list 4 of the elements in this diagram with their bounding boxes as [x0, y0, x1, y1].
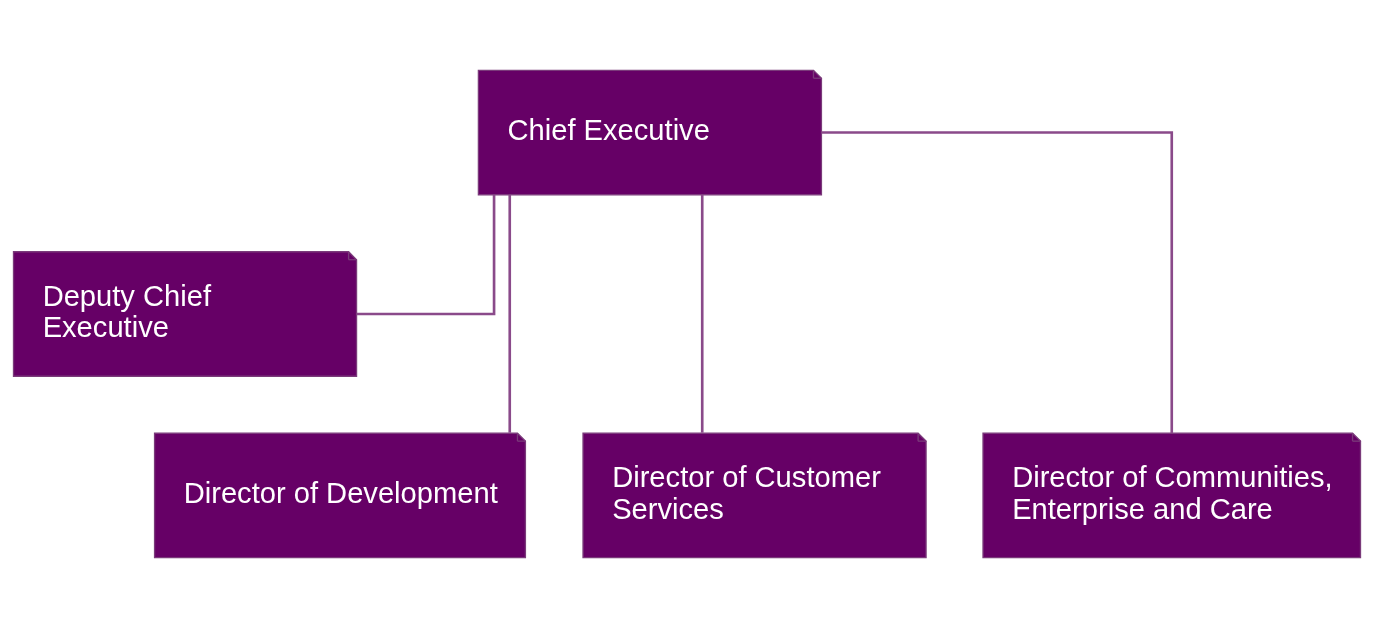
connector: [356, 195, 496, 316]
connector: [821, 131, 1174, 434]
connector: [508, 194, 512, 433]
connector: [700, 194, 704, 433]
